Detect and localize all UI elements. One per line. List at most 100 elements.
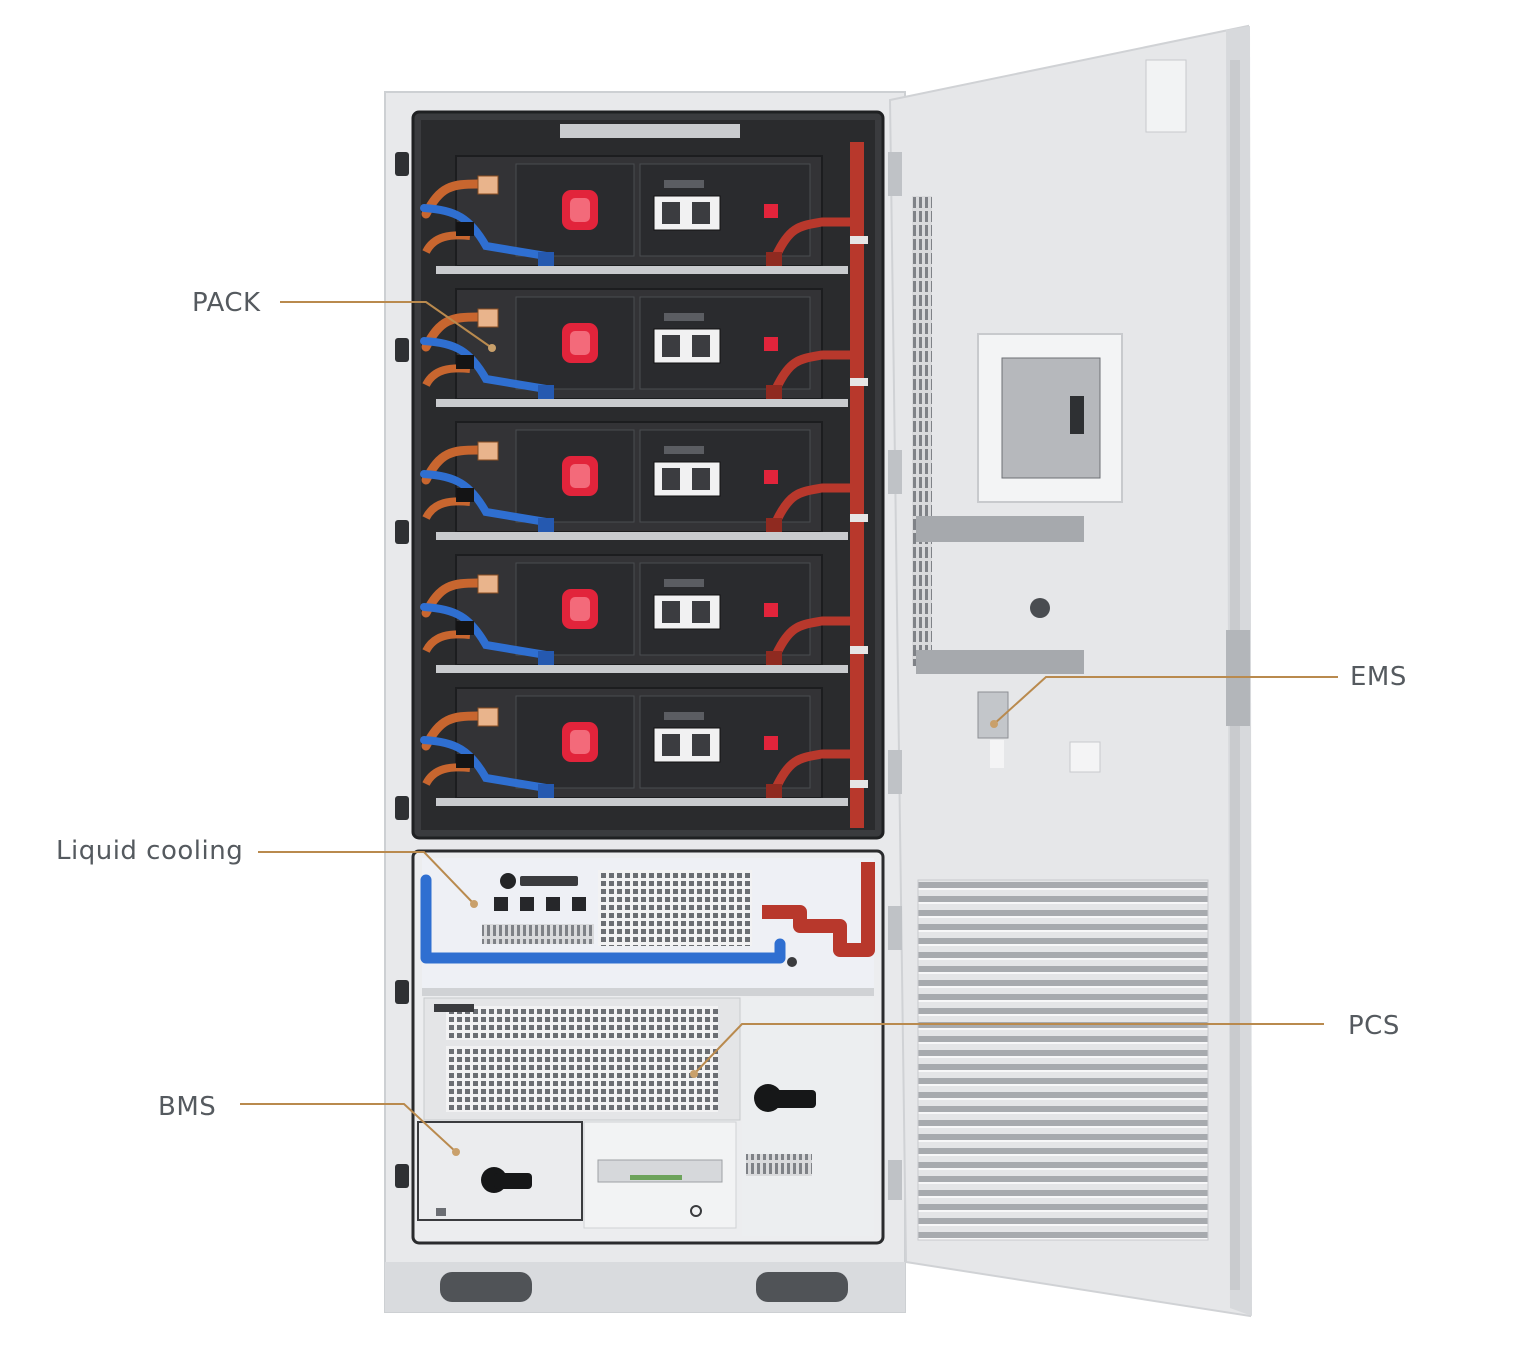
meter-panel [583, 1121, 737, 1229]
bms-isolator-handle [494, 1173, 532, 1189]
battery-tray [436, 399, 848, 407]
lcd-readout-strip [630, 1175, 682, 1180]
battery-switch-left [662, 202, 680, 224]
battery-brand-badge [664, 446, 704, 454]
coolant-hose-fitting [538, 252, 554, 266]
cooling-fan-grille [598, 870, 752, 946]
battery-module [420, 155, 861, 274]
power-connector [477, 707, 499, 727]
battery-breaker-highlight [570, 464, 590, 488]
cooling-terminal-strip [482, 924, 594, 944]
coolant-hose-blue [420, 470, 550, 526]
pcs-unit [423, 997, 741, 1121]
battery-bay [411, 110, 885, 840]
battery-switch-right [692, 335, 710, 357]
power-connector [477, 441, 499, 461]
battery-tray [436, 532, 848, 540]
coolant-supply-pipe-blue [420, 874, 786, 964]
battery-brand-badge [664, 313, 704, 321]
coolant-hose-red-fitting [766, 385, 782, 399]
label-liquid-cooling: Liquid cooling [56, 836, 244, 866]
coolant-return-pipe-red [762, 862, 875, 957]
cable-gland [456, 621, 474, 635]
battery-fuse-indicator [764, 337, 778, 351]
pcs-badge [434, 1004, 474, 1012]
coolant-hose-red [771, 616, 861, 660]
battery-tray [436, 665, 848, 673]
cable-gland [456, 222, 474, 236]
bms-status-indicator [436, 1208, 446, 1216]
coolant-hose-blue [420, 204, 550, 260]
leader-liquid-cooling-dot [470, 900, 478, 908]
plinth-slot-left [440, 1272, 532, 1302]
coolant-hose-fitting [538, 385, 554, 399]
door-lock-icon [1030, 598, 1050, 618]
coolant-hose-blue [420, 337, 550, 393]
leader-bms-dot [452, 1148, 460, 1156]
battery-module [420, 288, 861, 407]
battery-switch-left [662, 734, 680, 756]
lcd-display [597, 1159, 723, 1183]
coolant-hose-red [771, 749, 861, 793]
leader-bms [240, 1103, 457, 1153]
battery-breaker-highlight [570, 597, 590, 621]
label-pcs: PCS [1348, 1011, 1400, 1041]
coolant-hose-blue [420, 603, 550, 659]
battery-module [420, 421, 861, 540]
leader-liquid-cooling [258, 851, 475, 905]
brand-wordmark [520, 876, 578, 886]
battery-fuse-indicator [764, 470, 778, 484]
coolant-hose-fitting [538, 784, 554, 798]
brand-logo-mark [500, 873, 516, 889]
battery-breaker-highlight [570, 198, 590, 222]
ems-display [977, 333, 1123, 503]
battery-fuse-indicator [764, 204, 778, 218]
coolant-hose-red-fitting [766, 784, 782, 798]
door-mounting-bar-lower [916, 650, 1084, 674]
label-pack: PACK [192, 288, 261, 318]
liquid-cooling-unit [420, 858, 875, 988]
battery-breaker-highlight [570, 331, 590, 355]
battery-brand-badge [664, 579, 704, 587]
door-latch-plate [1145, 59, 1187, 133]
coolant-hose-red-fitting [766, 651, 782, 665]
coolant-hose-red [771, 217, 861, 261]
terminal-block [746, 1154, 812, 1176]
battery-switch-left [662, 335, 680, 357]
battery-brand-badge [664, 180, 704, 188]
leader-ems-dot [990, 720, 998, 728]
battery-module [420, 687, 861, 806]
battery-fuse-indicator [764, 603, 778, 617]
pipe-clips [850, 236, 868, 788]
coolant-hose-blue [420, 736, 550, 792]
battery-bay-top-bar [560, 124, 740, 138]
ems-card-slot [1070, 396, 1084, 434]
battery-brand-badge [664, 712, 704, 720]
main-isolator-panel [742, 998, 874, 1236]
door-mounting-bar-upper [916, 516, 1084, 542]
coolant-hose-fitting [538, 518, 554, 532]
coolant-hose-red [771, 483, 861, 527]
door-din-rail [912, 196, 932, 666]
plinth-slot-right [756, 1272, 848, 1302]
main-isolator-handle [768, 1090, 816, 1108]
ems-screen [1001, 357, 1101, 479]
battery-breaker-highlight [570, 730, 590, 754]
cooling-control-buttons [494, 897, 586, 911]
power-connector [477, 175, 499, 195]
label-bms: BMS [158, 1092, 217, 1122]
battery-switch-right [692, 202, 710, 224]
battery-module [420, 554, 861, 673]
equipment-shelf [422, 988, 874, 996]
pcs-vent-top [446, 1006, 718, 1040]
battery-modules [420, 155, 861, 806]
leader-pcs [693, 1023, 1324, 1075]
battery-switch-right [692, 734, 710, 756]
cable-gland [456, 754, 474, 768]
callout-leaders [240, 301, 1338, 1156]
power-connector [477, 308, 499, 328]
label-ems: EMS [1350, 662, 1407, 692]
battery-switch-right [692, 468, 710, 490]
pcs-vent-bottom [446, 1046, 718, 1112]
